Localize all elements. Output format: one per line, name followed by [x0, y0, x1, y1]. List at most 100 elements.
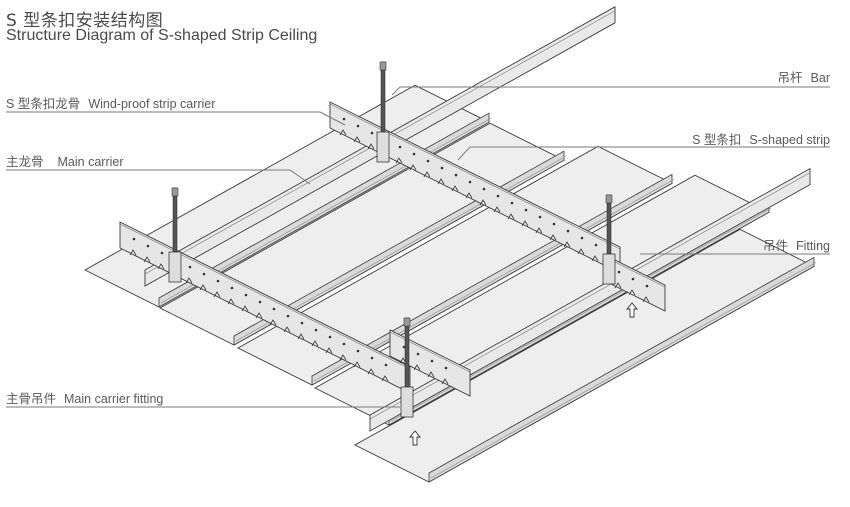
strip-lip	[428, 256, 815, 483]
label-bar-cn: 吊杆	[777, 71, 803, 85]
carrier-tooth	[465, 192, 473, 199]
carrier-hole	[580, 236, 584, 240]
carrier-tooth	[381, 375, 389, 382]
leader-bar	[391, 86, 830, 96]
bar-nut	[403, 317, 411, 327]
carrier-hole	[300, 321, 304, 325]
bar-nut	[379, 61, 387, 71]
carrier-hole	[272, 307, 276, 311]
wind-proof-strip-carrier	[119, 221, 411, 394]
carrier-hole	[552, 222, 556, 226]
carrier-tooth	[227, 298, 235, 305]
carrier-tooth	[325, 347, 333, 354]
leader-s-shaped-strip	[457, 146, 830, 161]
carrier-hole	[370, 131, 374, 135]
carrier-hole	[370, 356, 374, 360]
carrier-hole	[440, 166, 444, 170]
carrier-tooth	[353, 361, 361, 368]
label-bar: 吊杆 Bar	[778, 67, 830, 86]
hanging-bar	[400, 317, 414, 418]
carrier-hole	[328, 335, 332, 339]
leader-lines	[6, 86, 830, 408]
carrier-tooth	[339, 129, 347, 136]
carrier-tooth	[413, 364, 421, 371]
up-arrow-icon	[626, 302, 638, 318]
carrier-hole	[202, 272, 206, 276]
label-main-carrier-en: Main carrier	[57, 155, 124, 169]
carrier-tooth	[367, 368, 375, 375]
carrier-hole	[286, 314, 290, 318]
ceiling-strip	[354, 228, 817, 483]
carrier-tooth	[129, 249, 137, 256]
carrier-hole	[426, 159, 430, 163]
carrier-hole	[402, 345, 406, 349]
title-chinese: S 型条扣安装结构图	[6, 11, 164, 31]
carrier-tooth	[241, 305, 249, 312]
label-main-carrier-cn: 主龙骨	[6, 155, 44, 169]
carrier-tooth	[479, 199, 487, 206]
carrier-hole	[258, 300, 262, 304]
carrier-hole	[468, 180, 472, 184]
carrier-hole	[482, 187, 486, 191]
carrier-tooth	[441, 378, 449, 385]
carrier-tooth	[577, 248, 585, 255]
carrier-flange	[389, 331, 471, 373]
hanging-bar	[168, 187, 182, 283]
carrier-tooth	[255, 312, 263, 319]
carrier-tooth	[213, 291, 221, 298]
carrier-hole	[384, 363, 388, 367]
strip-lip-crease	[313, 179, 675, 382]
label-fitting-en: Fitting	[795, 239, 830, 253]
strip-lip	[311, 173, 673, 386]
carrier-hole	[314, 328, 318, 332]
label-main-carrier-fitting-cn: 主骨吊件	[6, 392, 57, 406]
strip-lip-crease	[430, 262, 817, 479]
carrier-tooth	[535, 227, 543, 234]
carrier-hole	[132, 237, 136, 241]
carrier-hole	[524, 208, 528, 212]
label-s-shaped-strip: S 型条扣 S-shaped strip	[692, 129, 830, 148]
hanging-bar	[376, 61, 390, 163]
carrier-hole	[160, 251, 164, 255]
carrier-tooth	[521, 220, 529, 227]
carrier-tooth	[409, 164, 417, 171]
hanging-bar	[602, 194, 616, 285]
carrier-tooth	[507, 213, 515, 220]
carrier-hole	[356, 124, 360, 128]
label-main-carrier-fitting-en: Main carrier fitting	[64, 392, 164, 406]
leader-main-carrier	[6, 169, 311, 185]
carrier-tooth	[353, 136, 361, 143]
wind-proof-strip-carrier	[329, 101, 621, 274]
bar-nut	[605, 194, 613, 204]
carrier-hole	[356, 349, 360, 353]
carrier-tooth	[614, 282, 622, 289]
bar-nut	[171, 187, 179, 197]
fitting-bracket	[376, 131, 390, 163]
fitting-bracket	[602, 253, 616, 285]
carrier-tooth	[283, 326, 291, 333]
carrier-hole	[566, 229, 570, 233]
carrier-tooth	[297, 333, 305, 340]
carrier-tooth	[591, 255, 599, 262]
carrier-hole	[342, 117, 346, 121]
carrier-tooth	[185, 277, 193, 284]
carrier-web	[389, 329, 471, 397]
carrier-hole	[342, 342, 346, 346]
carrier-tooth	[199, 284, 207, 291]
carrier-tooth	[395, 157, 403, 164]
label-bar-en: Bar	[810, 71, 830, 85]
carrier-tooth	[143, 256, 151, 263]
label-fitting-cn: 吊件	[762, 239, 788, 253]
label-wind-proof-carrier-en: Wind-proof strip carrier	[88, 97, 216, 111]
carrier-flange	[329, 103, 621, 250]
label-s-shaped-strip-cn: S 型条扣	[692, 133, 742, 147]
carrier-hole	[510, 201, 514, 205]
leader-wind-proof-carrier	[6, 111, 346, 126]
carrier-hole	[617, 270, 621, 274]
carrier-tooth	[311, 340, 319, 347]
carrier-hole	[230, 286, 234, 290]
carrier-tooth	[339, 354, 347, 361]
label-s-shaped-strip-en: S-shaped strip	[749, 133, 830, 147]
carrier-hole	[538, 215, 542, 219]
carrier-hole	[416, 352, 420, 356]
